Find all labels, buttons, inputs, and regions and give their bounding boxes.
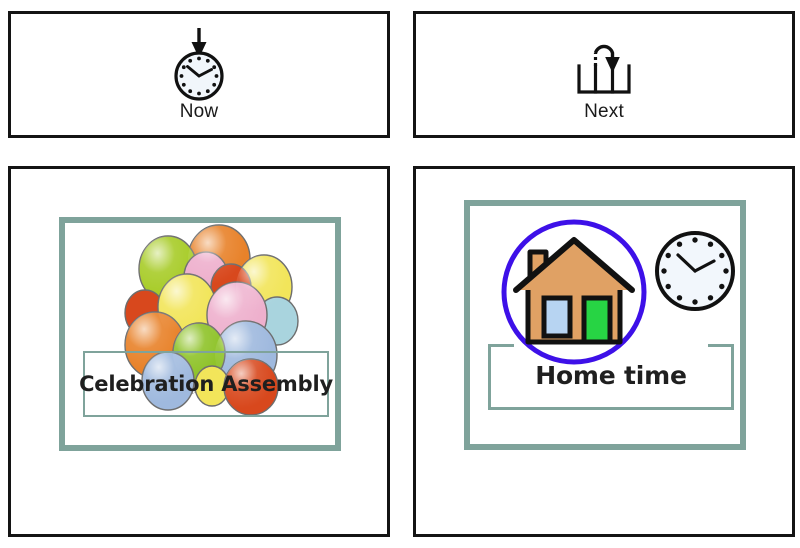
next-header-inner: Next	[416, 14, 792, 135]
next-activity-panel[interactable]: Home time	[413, 166, 795, 537]
celebration-symbol-frame: Celebration Assembly	[59, 217, 341, 451]
celebration-label: Celebration Assembly	[79, 372, 333, 396]
celebration-label-box: Celebration Assembly	[79, 351, 333, 417]
house-icon	[501, 219, 647, 365]
timeline-forward-arrow-icon	[561, 26, 647, 104]
clock-with-down-arrow-icon	[156, 26, 242, 104]
hometime-label: Home time	[535, 361, 687, 390]
now-header-label: Now	[179, 101, 219, 123]
now-activity-panel[interactable]: Celebration Assembly	[8, 166, 390, 537]
house-and-clock-icon	[470, 206, 740, 444]
next-header-panel: Next	[413, 11, 795, 138]
hometime-label-box: Home time	[488, 344, 734, 410]
balloons-icon	[65, 223, 335, 445]
label-box-bracket-left	[488, 344, 514, 347]
now-header-panel: Now	[8, 11, 390, 138]
now-header-inner: Now	[11, 14, 387, 135]
hometime-symbol-frame: Home time	[464, 200, 746, 450]
label-box-bracket-right	[708, 344, 734, 347]
next-header-label: Next	[584, 101, 624, 123]
clock-icon	[655, 231, 735, 311]
